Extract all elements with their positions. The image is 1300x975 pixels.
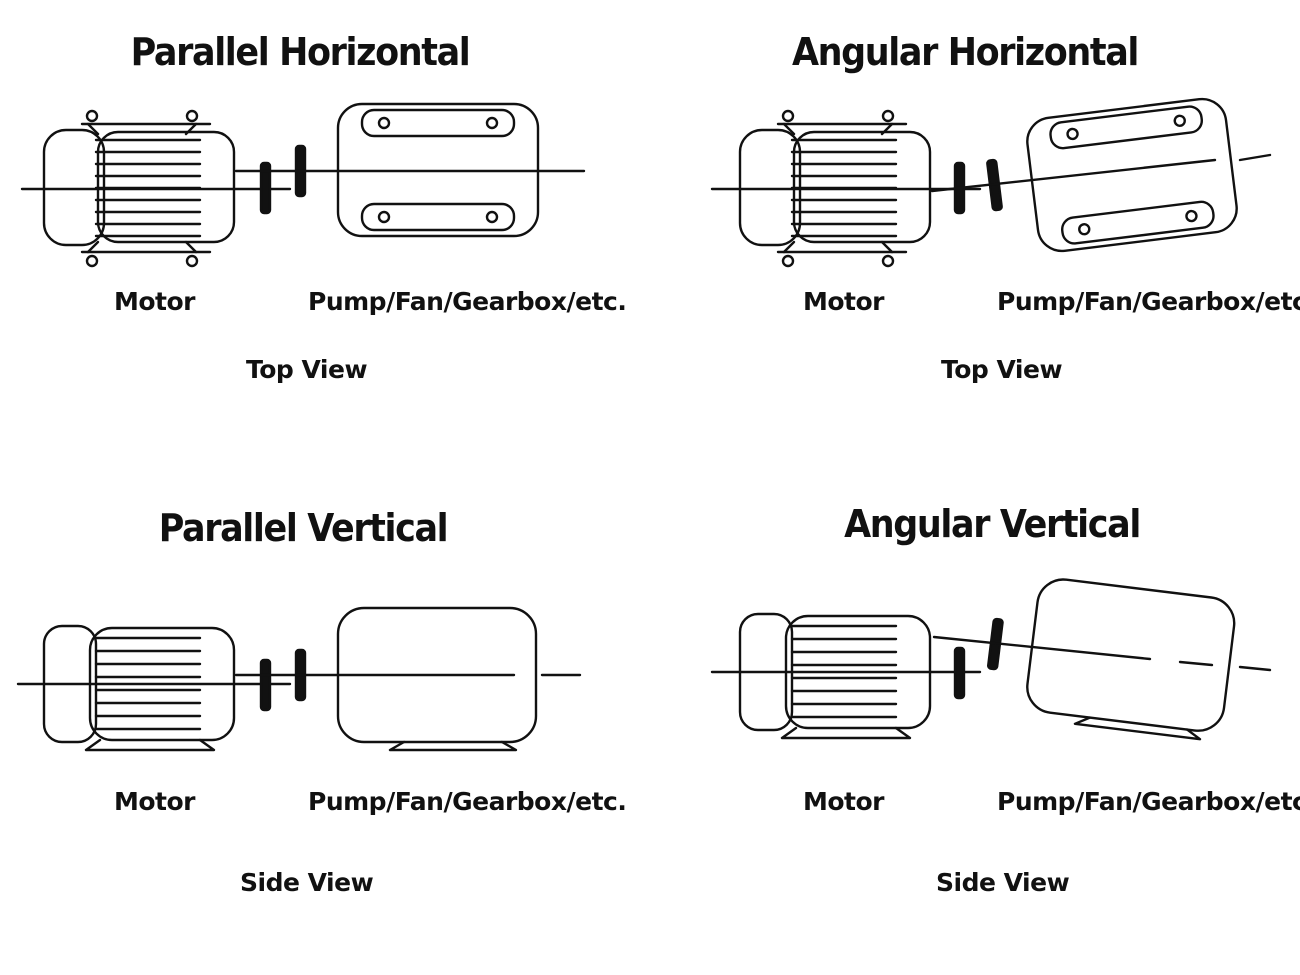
motor-fins: [94, 636, 202, 731]
coupling-half-motor: [259, 658, 272, 712]
driven-base: [1073, 716, 1202, 741]
angular-vertical-diagram: [710, 578, 1272, 741]
motor-feet-bottom: [776, 240, 908, 268]
driven-machine-body: [1026, 578, 1236, 732]
driven-shaft-line-ext2: [1238, 665, 1272, 672]
panel-title: Parallel Horizontal: [130, 30, 471, 74]
motor-feet-bottom: [80, 240, 212, 268]
panel-angular-vertical: Angular Vertical Motor Pump/Fan/Gearbox/…: [650, 488, 1300, 975]
driven-shaft-line: [932, 635, 1152, 661]
motor-base: [84, 738, 216, 752]
driven-foot-top: [1049, 105, 1203, 150]
panel-parallel-vertical: Parallel Vertical Motor Pump/Fan/Gearbox…: [0, 488, 650, 975]
motor-label: Motor: [114, 787, 196, 816]
driven-machine-body: [336, 606, 538, 744]
driven-shaft-line-ext: [1178, 660, 1214, 667]
driven-shaft-line: [930, 158, 1217, 193]
motor-base: [780, 726, 912, 740]
angular-horizontal-diagram: [710, 97, 1272, 268]
driven-machine-body: [336, 102, 540, 238]
motor-feet-top: [80, 109, 212, 136]
panel-title: Angular Vertical: [844, 502, 1141, 546]
coupling-half-motor: [953, 646, 966, 700]
parallel-vertical-diagram: [16, 606, 582, 752]
view-label: Side View: [240, 868, 374, 897]
driven-shaft-line-ext: [1238, 153, 1272, 162]
driven-machine: [1026, 97, 1238, 253]
driven-label: Pump/Fan/Gearbox/etc.: [308, 787, 627, 816]
panel-angular-horizontal: Angular Horizontal: [650, 0, 1300, 487]
motor-fins: [790, 624, 898, 719]
panel-title: Angular Horizontal: [791, 30, 1139, 74]
motor-label: Motor: [803, 787, 885, 816]
panel-parallel-horizontal: Parallel Horizontal: [0, 0, 650, 487]
driven-foot-top: [360, 108, 516, 138]
motor-label: Motor: [114, 287, 196, 316]
parallel-horizontal-diagram: [20, 102, 586, 268]
driven-label: Pump/Fan/Gearbox/etc.: [997, 287, 1300, 316]
driven-foot-bottom: [1061, 200, 1215, 245]
motor-label: Motor: [803, 287, 885, 316]
driven-base: [388, 740, 518, 752]
driven-label: Pump/Fan/Gearbox/etc.: [308, 287, 627, 316]
driven-label: Pump/Fan/Gearbox/etc.: [997, 787, 1300, 816]
view-label: Top View: [246, 355, 368, 384]
panel-title: Parallel Vertical: [158, 506, 449, 550]
coupling-half-motor: [259, 161, 272, 215]
driven-machine: [1026, 578, 1236, 741]
view-label: Top View: [941, 355, 1063, 384]
view-label: Side View: [936, 868, 1070, 897]
driven-machine-body: [1026, 97, 1238, 253]
motor-feet-top: [776, 109, 908, 136]
driven-foot-bottom: [360, 202, 516, 232]
